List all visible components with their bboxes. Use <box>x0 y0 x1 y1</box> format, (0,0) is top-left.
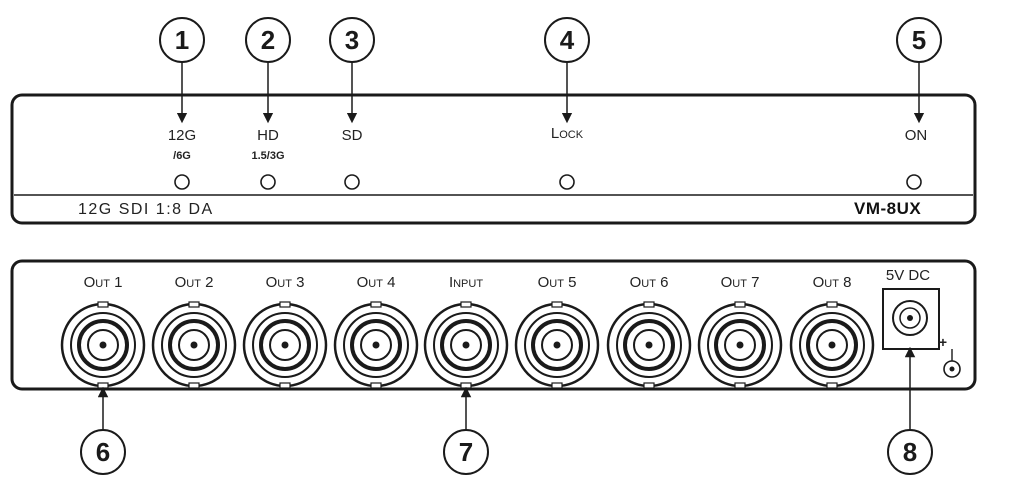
led-12g <box>174 174 190 190</box>
led-label-on: ON <box>904 127 928 144</box>
connector-label-out-1: Out 1 <box>83 274 123 291</box>
connector-label-out-2: Out 2 <box>174 274 214 291</box>
connector-label-out-6: Out 6 <box>629 274 669 291</box>
connector-label-out-4: Out 4 <box>356 274 396 291</box>
callout-4: 4 <box>544 17 590 63</box>
led-on <box>906 174 922 190</box>
front-panel <box>10 93 977 225</box>
bnc-out-3 <box>242 301 328 389</box>
led-label-12g: 12G <box>167 127 197 144</box>
led-sublabel-12g: /6G <box>173 150 191 162</box>
led-lock <box>559 174 575 190</box>
connector-label-out-3: Out 3 <box>265 274 305 291</box>
bnc-out-8 <box>789 301 875 389</box>
connector-label-out-7: Out 7 <box>720 274 760 291</box>
power-label: 5V DC <box>885 267 931 284</box>
callout-7: 7 <box>443 429 489 475</box>
bnc-out-6 <box>606 301 692 389</box>
led-sublabel-hd: 1.5/3G <box>251 150 285 162</box>
led-hd <box>260 174 276 190</box>
bnc-out-5 <box>514 301 600 389</box>
callout-3: 3 <box>329 17 375 63</box>
callout-1: 1 <box>159 17 205 63</box>
callout-6: 6 <box>80 429 126 475</box>
model-description: 12G SDI 1:8 DA <box>78 201 214 218</box>
connector-label-input: Input <box>448 274 484 291</box>
bnc-input <box>423 301 509 389</box>
led-sd <box>344 174 360 190</box>
bnc-out-2 <box>151 301 237 389</box>
bnc-out-7 <box>697 301 783 389</box>
callout-8: 8 <box>887 429 933 475</box>
callout-5: 5 <box>896 17 942 63</box>
led-label-sd: SD <box>341 127 363 144</box>
led-label-hd: HD <box>257 127 279 144</box>
callout-2: 2 <box>245 17 291 63</box>
model-name: VM-8UX <box>854 199 922 218</box>
connector-label-out-5: Out 5 <box>537 274 577 291</box>
led-label-lock: Lock <box>550 125 584 142</box>
bnc-out-4 <box>333 301 419 389</box>
polarity-plus: + <box>938 334 948 350</box>
connector-label-out-8: Out 8 <box>812 274 852 291</box>
power-jack <box>882 288 940 350</box>
bnc-out-1 <box>60 301 146 389</box>
polarity-icon <box>943 349 961 378</box>
